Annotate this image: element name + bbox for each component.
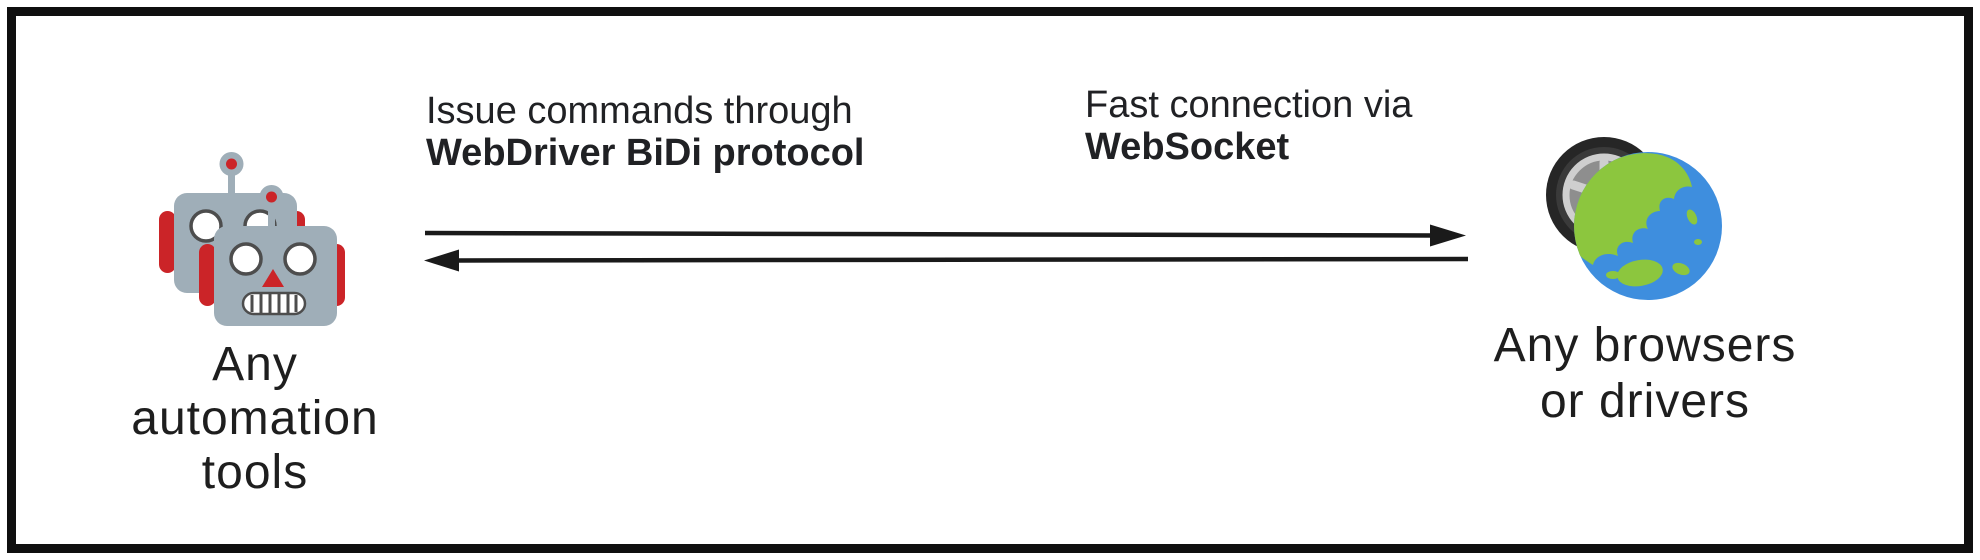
robots-icon [157, 150, 347, 328]
caption-line: Any browsers [1493, 319, 1797, 372]
websocket-label: Fast connection via WebSocket [1085, 84, 1412, 168]
label-line-bold: WebDriver BiDi protocol [426, 132, 865, 174]
caption-line: tools [201, 446, 309, 499]
label-line-regular: Issue commands through [426, 90, 853, 132]
wheel-globe-icon [1546, 137, 1722, 300]
label-line-bold: WebSocket [1085, 126, 1290, 168]
automation-tools-node [148, 148, 352, 330]
response-arrow [424, 249, 1469, 272]
caption-line: automation [131, 392, 379, 445]
browsers-node [1540, 125, 1735, 305]
webdriver-bidi-label: Issue commands through WebDriver BiDi pr… [426, 90, 864, 174]
automation-tools-caption: Any automation tools [85, 338, 425, 500]
globe-icon [1574, 152, 1722, 300]
caption-line: or drivers [1539, 375, 1751, 428]
caption-line: Any [212, 338, 298, 391]
bidirectional-arrows [424, 224, 1469, 272]
browsers-caption: Any browsers or drivers [1465, 318, 1825, 430]
request-arrow [424, 224, 1466, 247]
label-line-regular: Fast connection via [1085, 84, 1413, 126]
